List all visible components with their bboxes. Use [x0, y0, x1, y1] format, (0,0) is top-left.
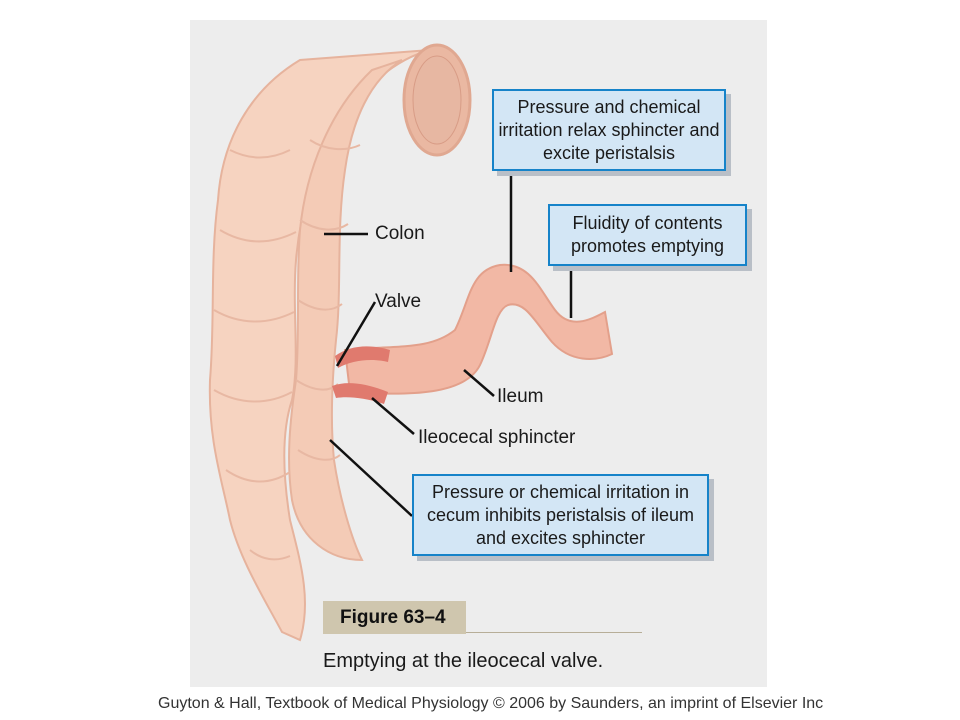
haustra-folds	[213, 139, 361, 561]
label-ileum: Ileum	[497, 386, 544, 407]
label-valve: Valve	[375, 291, 422, 312]
figure-number: Figure 63–4	[323, 601, 466, 634]
source-credit: Guyton & Hall, Textbook of Medical Physi…	[158, 695, 824, 712]
figure-caption: Emptying at the ileocecal valve.	[323, 650, 604, 672]
callout-cecum-text: Pressure or chemical irritation in cecum…	[426, 481, 695, 548]
label-colon: Colon	[375, 223, 425, 244]
callout-cecum: Pressure or chemical irritation in cecum…	[412, 474, 709, 556]
figure-rule	[466, 632, 642, 633]
callout-relax-sphincter-text: Pressure and chemical irritation relax s…	[498, 96, 720, 163]
ascending-colon	[288, 59, 403, 562]
callout-fluidity: Fluidity of contents promotes emptying	[548, 204, 747, 266]
ileocecal-sphincter-upper	[335, 346, 390, 368]
label-ileocecal-sphincter: Ileocecal sphincter	[418, 427, 576, 448]
callout-fluidity-text: Fluidity of contents promotes emptying	[570, 213, 725, 256]
leader-lines	[324, 170, 573, 517]
ileum-tube	[343, 263, 614, 395]
callout-relax-sphincter: Pressure and chemical irritation relax s…	[492, 89, 726, 171]
